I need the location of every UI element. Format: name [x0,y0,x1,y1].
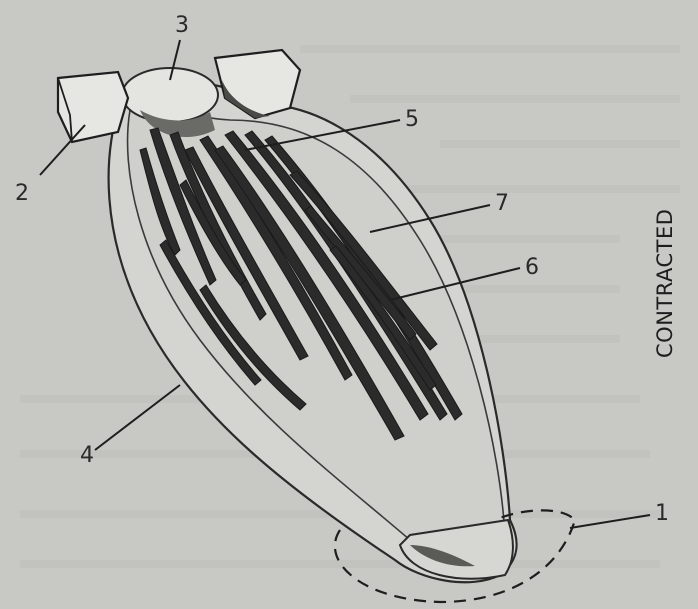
label-6: 6 [525,255,539,280]
label-2: 2 [15,181,29,206]
label-4: 4 [80,443,94,468]
label-3: 3 [175,13,189,38]
contracted-caption: CONTRACTED [653,209,677,358]
leader-line-2 [40,125,85,175]
bone-fragment-left [58,72,128,142]
label-5: 5 [405,107,419,132]
leader-line-4 [95,385,180,450]
label-7: 7 [495,191,509,216]
label-1: 1 [655,501,669,526]
